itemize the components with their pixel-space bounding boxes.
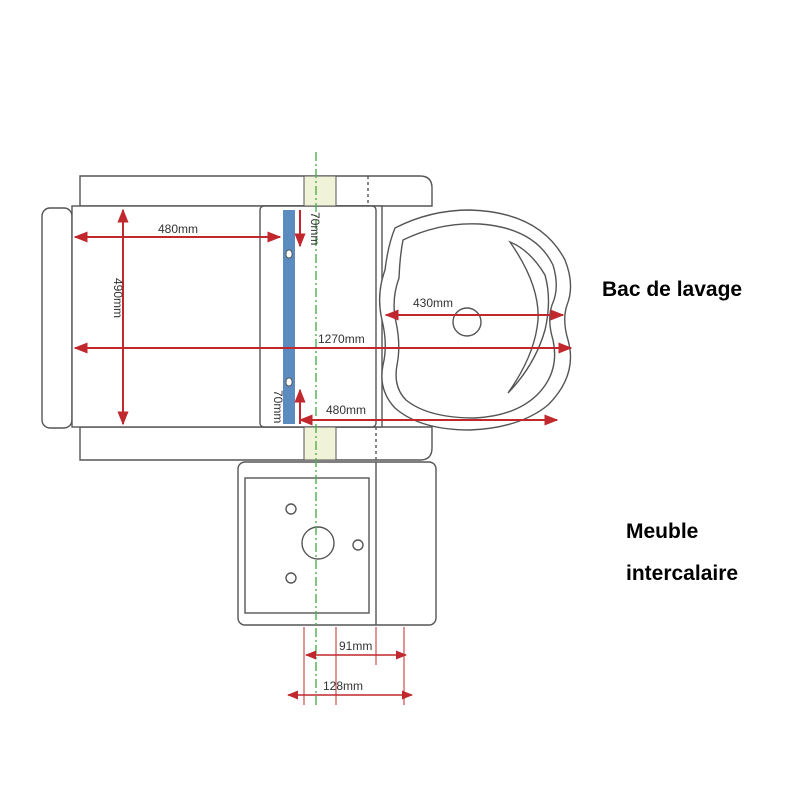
dimension-lines — [73, 208, 573, 426]
dim-total-length: 1270mm — [318, 332, 365, 346]
chair-top-bar — [79, 175, 433, 207]
label-intercalaire: intercalaire — [626, 562, 738, 585]
dim-seat-width: 480mm — [158, 222, 198, 236]
cabinet-hole-top — [285, 503, 297, 515]
dim-basin-width: 430mm — [413, 296, 453, 310]
dim-basin-depth: 480mm — [326, 403, 366, 417]
chair-bottom-bar — [79, 426, 433, 461]
dim-gap-bottom: 70mm — [271, 390, 285, 423]
connector-block-middle — [303, 426, 337, 461]
label-bac-de-lavage: Bac de lavage — [602, 278, 742, 301]
label-meuble: Meuble — [626, 520, 698, 543]
offset-extension-lines — [286, 627, 414, 705]
wash-basin — [378, 209, 572, 431]
basin-drain — [452, 307, 482, 337]
seat-strip — [283, 210, 295, 424]
chair-left-armrest — [41, 207, 73, 429]
dim-gap-top: 70mm — [308, 212, 322, 245]
seat-strip-slot-bottom — [285, 377, 293, 387]
cabinet-hole-center — [301, 526, 335, 560]
cabinet-unit — [237, 461, 437, 626]
dim-offset-small: 91mm — [339, 639, 372, 653]
cabinet-hole-bottom — [285, 572, 297, 584]
dim-seat-depth: 490mm — [111, 278, 125, 318]
cabinet-hole-right — [352, 539, 364, 551]
chair-unit — [41, 175, 433, 461]
connector-block-top — [303, 175, 337, 207]
seat-strip-slot-top — [285, 249, 293, 259]
dim-offset-large: 128mm — [323, 679, 363, 693]
basin-groove — [507, 240, 550, 394]
